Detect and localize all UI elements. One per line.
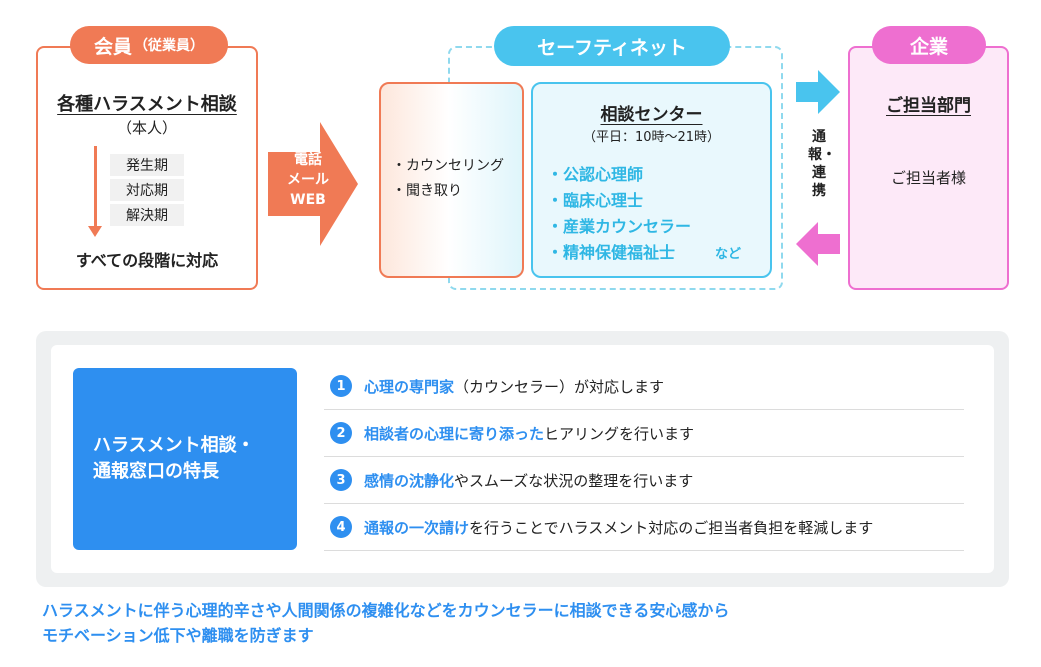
member-all-stages: すべての段階に対応	[75, 251, 219, 270]
feature-highlight: 心理の専門家	[364, 377, 455, 396]
center-title: 相談センター	[600, 105, 703, 125]
stage-response: 対応期	[110, 179, 184, 201]
arrow-left-icon	[796, 222, 840, 266]
specialist-item: ・精神保健福祉士	[547, 243, 676, 262]
bottom-summary: ハラスメントに伴う心理的辛さや人間関係の複雑化などをカウンセラーに相談できる安心…	[42, 598, 942, 648]
feature-highlight: 感情の沈静化	[364, 471, 455, 490]
specialist-item: ・公認心理師	[547, 165, 644, 184]
feature-rest: を行うことでハラスメント対応のご担当者負担を軽減します	[469, 518, 874, 537]
feature-rest: ヒアリングを行います	[544, 424, 695, 443]
member-tag: 会員 （従業員）	[70, 26, 228, 64]
feature-text: 相談者の心理に寄り添ったヒアリングを行います	[364, 423, 694, 444]
company-department: ご担当部門	[886, 96, 971, 116]
contact-mail: メール	[287, 172, 329, 188]
specialist-item: ・臨床心理士	[547, 191, 644, 210]
bottom-line-2: モチベーション低下や離職を防ぎます	[42, 626, 314, 645]
features-badge-line2: 通報窓口の特長	[93, 461, 219, 482]
feature-highlight: 通報の一次請け	[364, 518, 470, 537]
counsel-item-counseling: ・カウンセリング	[392, 158, 504, 174]
contact-phone: 電話	[294, 152, 322, 168]
feature-text: 通報の一次請けを行うことでハラスメント対応のご担当者負担を軽減します	[364, 517, 873, 538]
member-tag-label: 会員	[93, 35, 132, 58]
features-badge: ハラスメント相談・ 通報窓口の特長	[73, 368, 297, 550]
stage-resolution: 解決期	[110, 204, 184, 226]
member-tag-sub: （従業員）	[134, 38, 204, 54]
arrow-right-icon	[796, 70, 840, 114]
stage-occurrence: 発生期	[110, 154, 184, 176]
feature-row: 1 心理の専門家（カウンセラー）が対応します	[324, 363, 964, 410]
feature-row: 3 感情の沈静化やスムーズな状況の整理を行います	[324, 457, 964, 504]
feature-number-badge: 2	[330, 422, 352, 444]
feature-number-badge: 1	[330, 375, 352, 397]
company-box	[848, 46, 1009, 290]
contact-methods: 電話 メール WEB	[282, 150, 334, 210]
counsel-box	[379, 82, 524, 278]
feature-highlight: 相談者の心理に寄り添った	[364, 424, 545, 443]
member-self-label: （本人）	[116, 119, 177, 137]
feature-text: 感情の沈静化やスムーズな状況の整理を行います	[364, 470, 693, 491]
contact-web: WEB	[290, 192, 326, 208]
company-person: ご担当者様	[890, 169, 966, 187]
specialists-more: など	[715, 247, 742, 262]
notify-cooperate-label: 通報・連携	[808, 129, 836, 199]
stage-arrow-line	[94, 146, 97, 228]
contact-arrow-icon	[268, 122, 358, 246]
safety-net-tag: セーフティネット	[494, 26, 730, 66]
feature-number-badge: 3	[330, 469, 352, 491]
consultation-center-box	[531, 82, 772, 278]
feature-text: 心理の専門家（カウンセラー）が対応します	[364, 376, 664, 397]
counsel-item-hearing: ・聞き取り	[392, 183, 462, 199]
stage-arrow-head-icon	[88, 226, 102, 237]
feature-rest: （カウンセラー）が対応します	[454, 377, 665, 396]
feature-rest: やスムーズな状況の整理を行います	[454, 471, 694, 490]
feature-row: 2 相談者の心理に寄り添ったヒアリングを行います	[324, 410, 964, 457]
feature-row: 4 通報の一次請けを行うことでハラスメント対応のご担当者負担を軽減します	[324, 504, 964, 551]
features-badge-line1: ハラスメント相談・	[93, 435, 255, 456]
company-tag: 企業	[872, 26, 986, 64]
feature-number-badge: 4	[330, 516, 352, 538]
member-title: 各種ハラスメント相談	[57, 94, 237, 115]
specialist-item: ・産業カウンセラー	[547, 217, 692, 236]
center-hours: （平日：10時～21時）	[582, 130, 721, 145]
bottom-line-1: ハラスメントに伴う心理的辛さや人間関係の複雑化などをカウンセラーに相談できる安心…	[42, 601, 730, 620]
